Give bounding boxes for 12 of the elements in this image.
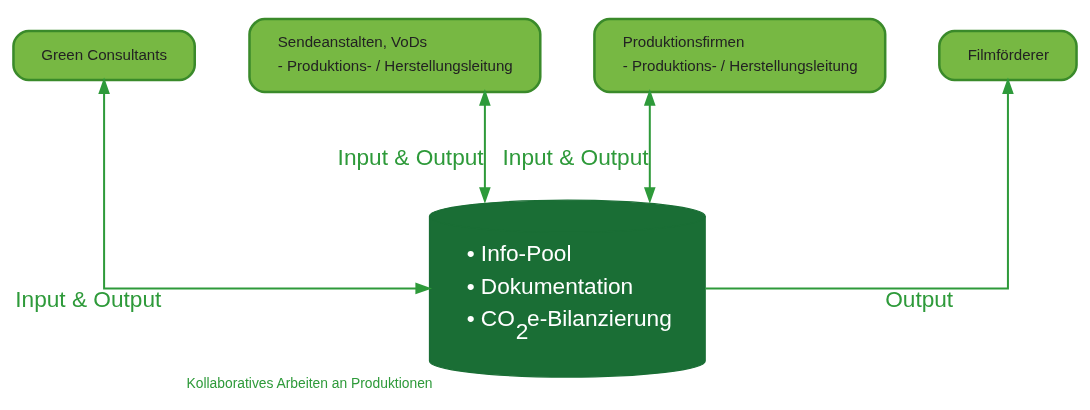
arrow — [705, 76, 1014, 289]
edge-label: Input & Output — [15, 285, 162, 312]
arrow — [643, 88, 656, 204]
edge-label: Input & Output — [502, 143, 649, 170]
edge-label: Input & Output — [337, 143, 484, 170]
arrow — [479, 88, 491, 204]
node-box: Produktionsfirmen - Produktions- / Herstellungsleitung — [593, 17, 887, 93]
node-box: Filmförderer — [938, 29, 1078, 81]
arrow — [98, 76, 433, 294]
node-box: Green Consultants — [12, 29, 196, 81]
node-box: Sendeanstalten, VoDs - Produktions- / Herstellungsleitung — [248, 17, 542, 93]
edge-label: Output — [885, 285, 954, 312]
